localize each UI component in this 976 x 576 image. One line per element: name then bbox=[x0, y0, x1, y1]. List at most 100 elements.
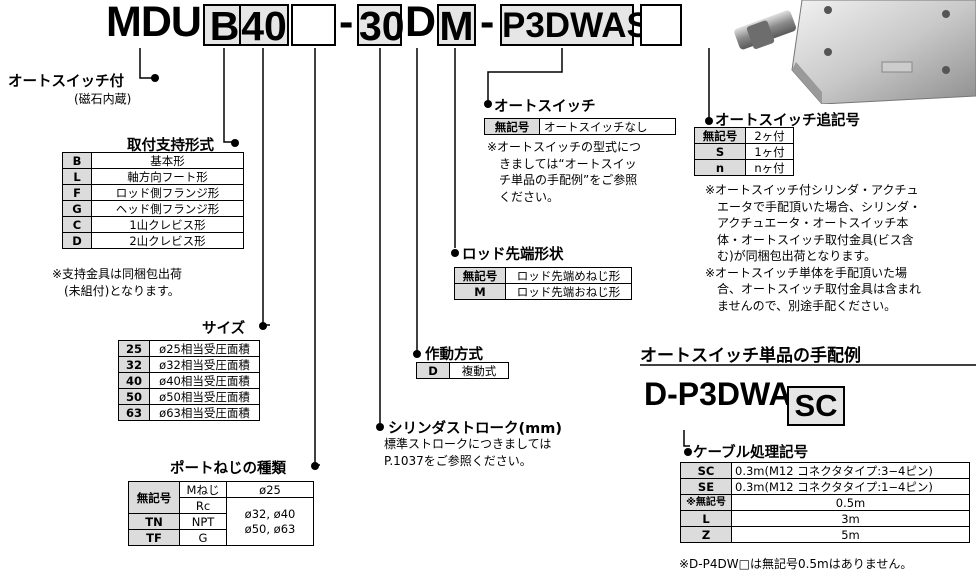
switch-title: オートスイッチ bbox=[494, 99, 596, 115]
code-box-port bbox=[291, 4, 336, 46]
size-code: 40 bbox=[118, 372, 150, 389]
switch-count-desc: nヶ付 bbox=[745, 159, 794, 176]
port-title: ポートねじの種類 bbox=[170, 461, 286, 477]
mount-desc: ロッド側フランジ形 bbox=[91, 184, 244, 201]
size-title: サイズ bbox=[202, 321, 246, 337]
switch-note-line: きましては“オートスイッ bbox=[499, 156, 637, 171]
bullet bbox=[259, 322, 267, 330]
size-desc: ø63相当受圧面積 bbox=[149, 404, 260, 421]
mount-note-1: ※支持金具は同梱包出荷 bbox=[52, 267, 183, 281]
switch-count-note-line: アクチュエータ・オートスイッチ本 bbox=[705, 216, 909, 230]
size-desc: ø32相当受圧面積 bbox=[149, 356, 260, 373]
switch-count-note-line: む)が同梱包出荷となります。 bbox=[705, 249, 877, 263]
action-code: D bbox=[416, 362, 450, 379]
size-desc: ø40相当受圧面積 bbox=[149, 372, 260, 389]
port-rc: Rc bbox=[179, 497, 227, 514]
size-desc: ø25相当受圧面積 bbox=[149, 340, 260, 357]
size-code: 32 bbox=[118, 356, 150, 373]
code-prefix: MDU bbox=[106, 0, 202, 46]
code-box-stroke: 30 bbox=[357, 3, 405, 49]
port-sizes-line-2: ø50, ø63 bbox=[244, 521, 296, 536]
table-row: 無記号 オートスイッチなし bbox=[484, 118, 676, 135]
bullet bbox=[376, 423, 384, 431]
code-box-rod: M bbox=[437, 4, 476, 47]
single-switch-model: D-P3DWA bbox=[644, 376, 792, 412]
port-header-m: Mねじ bbox=[179, 481, 227, 498]
rod-desc: ロッド先端めねじ形 bbox=[505, 267, 632, 284]
rod-title: ロッド先端形状 bbox=[462, 247, 564, 263]
mount-code: C bbox=[62, 216, 92, 233]
bullet bbox=[451, 249, 459, 257]
bullet bbox=[413, 350, 421, 358]
bullet bbox=[311, 462, 319, 470]
port-npt: NPT bbox=[179, 513, 227, 530]
bullet bbox=[705, 117, 713, 125]
mount-note-2: (未組付)となります。 bbox=[64, 284, 180, 298]
cylinder-product-image bbox=[734, 0, 976, 104]
mount-code: L bbox=[62, 168, 92, 185]
switch-count-note-line: エータで手配頂いた場合、シリンダ・ bbox=[705, 199, 922, 214]
table-row: TF G bbox=[128, 529, 314, 546]
switch-count-title: オートスイッチ追記号 bbox=[715, 113, 860, 129]
rod-code: M bbox=[454, 283, 506, 300]
table-row: Rc ø32, ø40 ø50, ø63 bbox=[129, 497, 314, 546]
switch-count-code: n bbox=[694, 159, 746, 176]
cable-code: SC bbox=[680, 462, 732, 479]
port-sizes: ø32, ø40 ø50, ø63 bbox=[226, 497, 314, 546]
cable-code: L bbox=[680, 510, 732, 527]
cable-desc: 0.3m(M12 コネクタタイプ:1−4ピン) bbox=[731, 478, 970, 495]
cable-title: ケーブル処理記号 bbox=[693, 445, 809, 461]
rod-code: 無記号 bbox=[454, 267, 506, 284]
switch-note: ※オートスイッチの型式につ きましては“オートスイッ チ単品の手配例”をご参照 … bbox=[487, 139, 641, 205]
action-desc: 複動式 bbox=[449, 362, 509, 379]
mount-desc: ヘッド側フランジ形 bbox=[91, 200, 244, 217]
cable-code: SE bbox=[680, 478, 732, 495]
switch-count-note-line: 合、オートスイッチ取付金具は含まれ bbox=[705, 282, 922, 296]
table-row: 無記号ロッド先端めねじ形 bbox=[454, 267, 632, 284]
switch-count-code: S bbox=[694, 143, 746, 160]
port-tf: TF bbox=[128, 529, 180, 546]
switch-count-note-line: ※オートスイッチ付シリンダ・アクチュ bbox=[705, 183, 919, 197]
with-switch-sub: (磁石内蔵) bbox=[74, 92, 132, 106]
bullet bbox=[684, 448, 692, 456]
switch-none-code: 無記号 bbox=[484, 118, 540, 135]
switch-count-note-line: ※オートスイッチ単体を手配頂いた場 bbox=[705, 265, 908, 280]
code-dash-1: - bbox=[339, 0, 353, 46]
code-box-switch: P3DWASC bbox=[500, 4, 676, 46]
code-dash-2: - bbox=[480, 0, 494, 46]
switch-count-desc: 2ヶ付 bbox=[745, 127, 794, 144]
port-tn: TN bbox=[128, 513, 180, 530]
cable-code: Z bbox=[680, 526, 732, 543]
switch-note-line: チ単品の手配例”をご参照 bbox=[499, 173, 638, 187]
switch-count-code: 無記号 bbox=[694, 127, 746, 144]
size-code: 63 bbox=[118, 404, 150, 421]
bullet bbox=[231, 139, 239, 147]
with-switch-label: オートスイッチ付 bbox=[8, 74, 124, 90]
port-header-size: ø25 bbox=[226, 481, 314, 498]
size-desc: ø50相当受圧面積 bbox=[149, 388, 260, 405]
bullet bbox=[484, 100, 492, 108]
action-table: D 複動式 bbox=[416, 362, 509, 379]
cable-code: ※無記号 bbox=[680, 494, 732, 511]
switch-note-line: ください。 bbox=[499, 189, 560, 204]
bullet bbox=[151, 74, 159, 82]
mount-code: B bbox=[62, 152, 92, 169]
stroke-title: シリンダストローク(mm) bbox=[388, 421, 562, 437]
action-title: 作動方式 bbox=[425, 347, 483, 363]
switch-count-note: ※オートスイッチ付シリンダ・アクチュ エータで手配頂いた場合、シリンダ・ アクチ… bbox=[705, 182, 921, 314]
code-box-mount: B bbox=[203, 4, 246, 47]
